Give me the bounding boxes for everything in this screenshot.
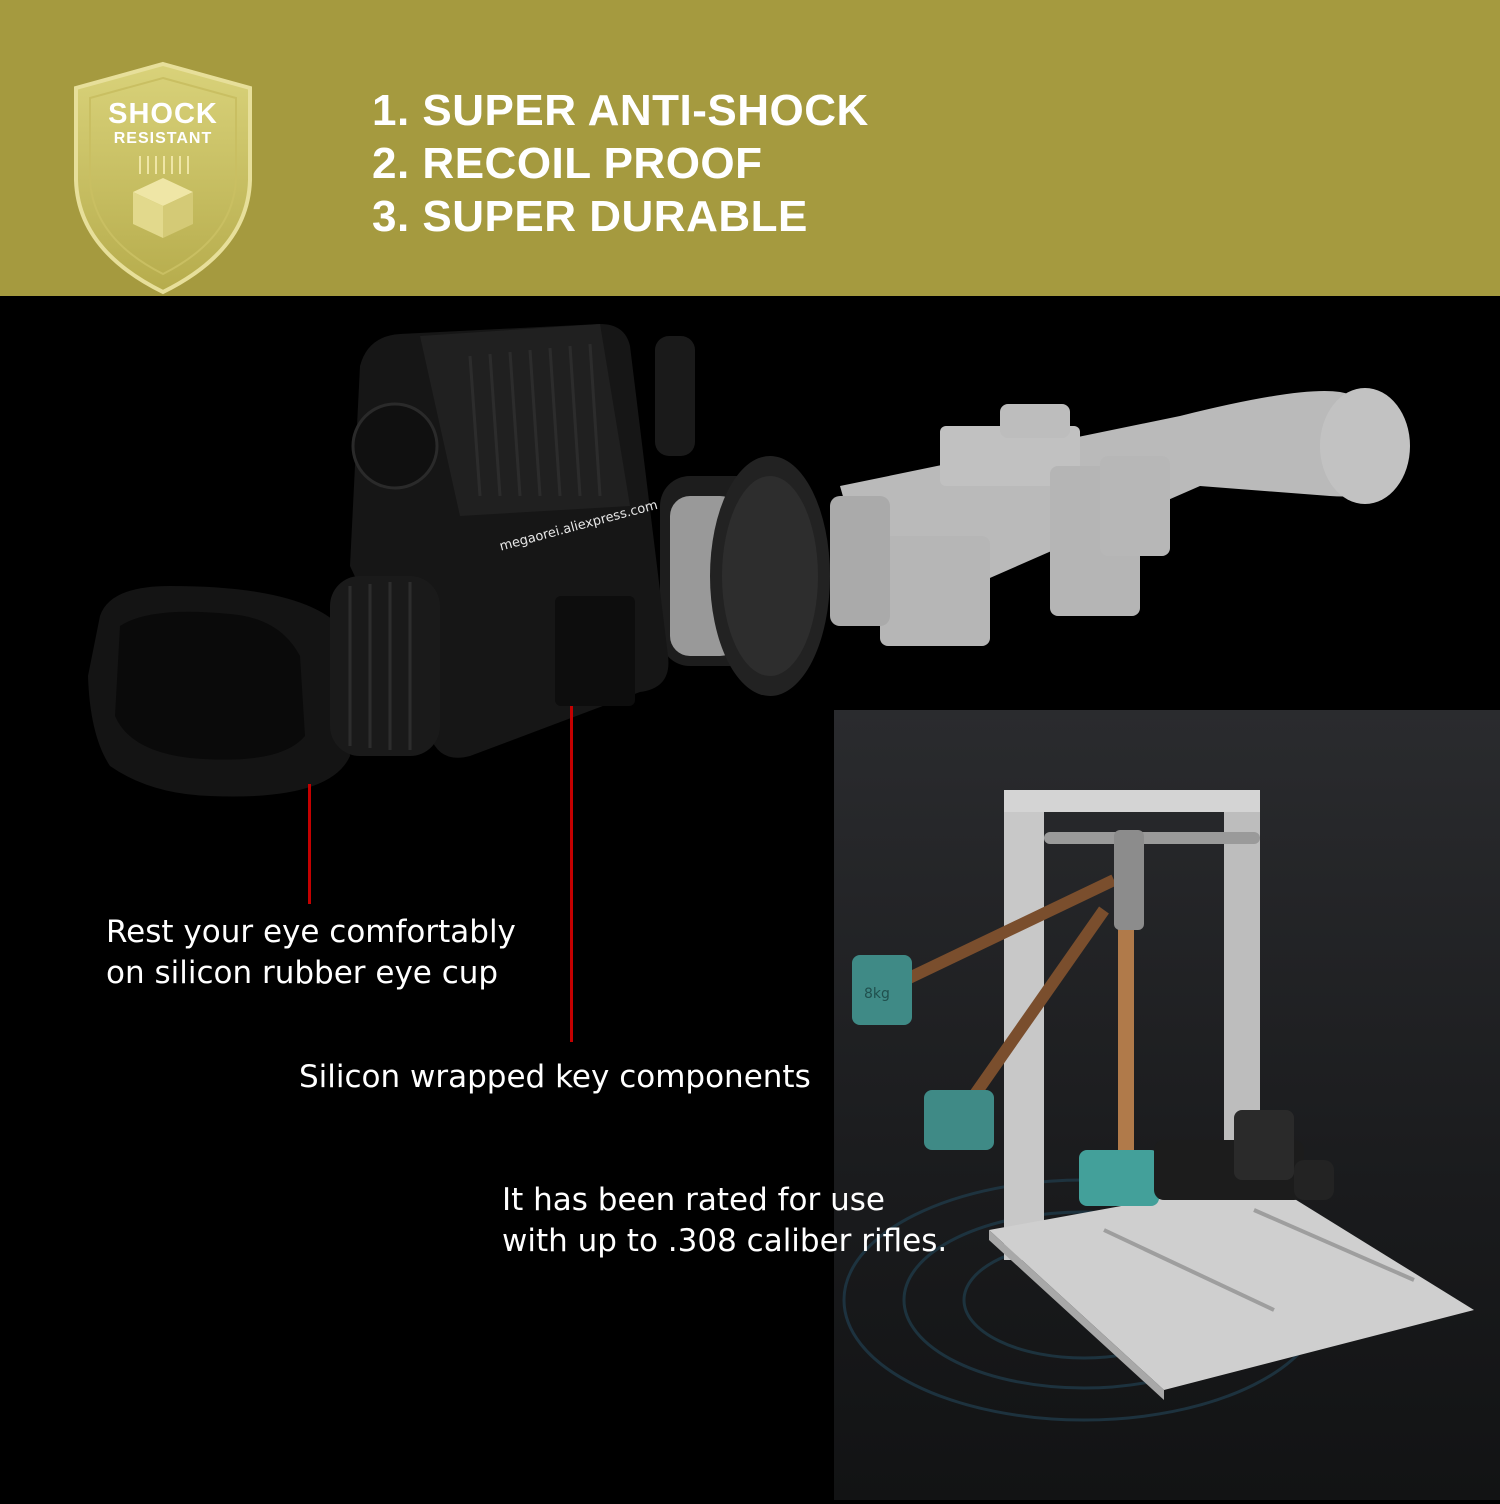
test-rig-illustration: 8kg (842, 790, 1474, 1422)
night-vision-scope-image (88, 324, 1410, 797)
feature-item: 3. SUPER DURABLE (372, 192, 808, 241)
eyecup-caption-line1: Rest your eye comfortably (106, 914, 516, 950)
mounted-device-icon (1154, 1110, 1334, 1200)
shield-icon (74, 61, 252, 295)
rated-caption: It has been rated for use with up to .30… (502, 1180, 947, 1262)
eye-cup-image (88, 576, 440, 797)
hammer-icon: 8kg (852, 830, 1159, 1206)
eyecup-callout-line (308, 784, 311, 904)
header-banner: SHOCK RESISTANT 1. SUPER ANTI-SHOCK 2. R… (0, 0, 1500, 296)
shock-resistant-badge: SHOCK RESISTANT (68, 60, 258, 296)
feature-item: 2. RECOIL PROOF (372, 139, 763, 188)
svg-text:8kg: 8kg (864, 986, 890, 1002)
control-buttons-icon (351, 402, 439, 490)
adapter-ring-image (660, 456, 830, 696)
eyecup-caption: Rest your eye comfortably on silicon rub… (106, 912, 516, 994)
rated-caption-line1: It has been rated for use (502, 1182, 885, 1218)
silicon-caption: Silicon wrapped key components (299, 1059, 811, 1095)
recoil-test-image: 8kg (834, 710, 1500, 1500)
feature-item: 1. SUPER ANTI-SHOCK (372, 86, 869, 135)
eyecup-caption-line2: on silicon rubber eye cup (106, 955, 499, 991)
badge-title: SHOCK (108, 98, 218, 130)
silicon-callout-line (570, 706, 573, 1042)
rated-caption-line2: with up to .308 caliber rifles. (502, 1223, 948, 1259)
badge-subtitle: RESISTANT (113, 130, 213, 147)
feature-list: 1. SUPER ANTI-SHOCK 2. RECOIL PROOF 3. S… (372, 84, 869, 243)
box-icon (133, 156, 193, 238)
rifle-scope-image (830, 388, 1410, 646)
